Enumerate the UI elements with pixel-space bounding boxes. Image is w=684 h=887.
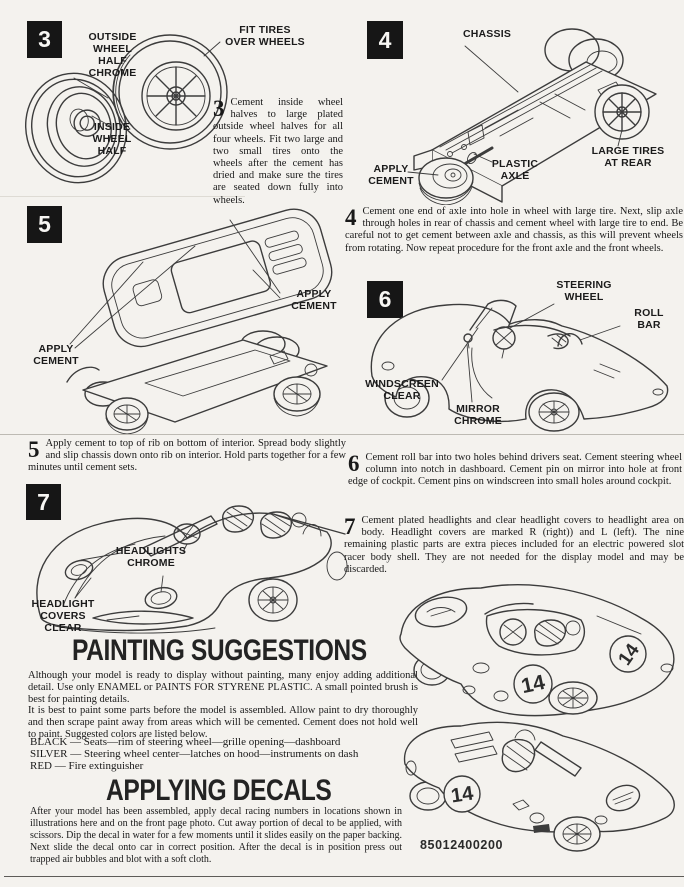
step-6-number-box: 6 (367, 281, 403, 318)
decal-roundel-side: 14 (443, 775, 481, 813)
roll-bar-icon (302, 524, 322, 537)
color-suggestion-red: RED — Fire extinguisher (30, 760, 144, 772)
step7-inline-number: 7 (344, 514, 356, 539)
axle-wheel-icon (418, 146, 494, 205)
painting-paragraph-1: Although your model is ready to display … (28, 670, 418, 706)
racecar-bottom-illustration: 14 (403, 721, 675, 852)
car-body-icon (102, 208, 333, 348)
step-5-number-box: 5 (27, 206, 62, 243)
scan-divider-top (0, 196, 245, 197)
decal-roundel-side: 14 (513, 664, 553, 704)
car-body-icon (36, 512, 332, 632)
steering-wheel-icon (492, 326, 516, 359)
roll-bar-icon (557, 333, 583, 347)
step-3-number-box: 3 (27, 21, 62, 58)
label-chassis: CHASSIS (462, 28, 512, 40)
decals-paragraph: After your model has been assembled, app… (30, 806, 402, 865)
headlight-icon (64, 559, 178, 610)
step4-chassis-illustration (407, 28, 657, 205)
label-windscreen-clear: WINDSCREEN CLEAR (365, 378, 439, 402)
front-wheel-icon (248, 578, 298, 622)
seat-icon (501, 738, 536, 773)
label-fit-tires-over-wheels: FIT TIRES OVER WHEELS (225, 24, 305, 48)
part-number: 85012400200 (420, 838, 504, 852)
step5-body-chassis-illustration (66, 208, 333, 434)
rear-wheel-icon (553, 816, 601, 852)
step4-instructions: Cement one end of axle into hole in whee… (345, 206, 683, 254)
car-body-icon (370, 303, 669, 423)
step4-inline-number: 4 (345, 205, 357, 230)
windscreen-icon (469, 299, 517, 331)
steering-wheel-icon (499, 618, 527, 646)
step-7-number-box: 7 (26, 484, 61, 520)
step6-instructions: Cement roll bar into two holes behind dr… (348, 452, 682, 488)
label-mirror-chrome: MIRROR CHROME (454, 403, 502, 427)
grille-icon (92, 610, 194, 625)
step6-roadster-illustration (370, 299, 669, 432)
decal-cars-illustration: 14 14 (399, 584, 675, 852)
applying-decals-title: APPLYING DECALS (106, 774, 332, 807)
seat-icon (547, 333, 569, 350)
color-suggestion-silver: SILVER — Steering wheel center—latches o… (30, 748, 359, 760)
step3-instructions: Cement inside wheel halves to large plat… (213, 97, 343, 206)
painting-paragraph-2: It is best to paint some parts before th… (28, 705, 418, 741)
chassis-assembly-icon (66, 330, 328, 434)
label-apply-cement-left: APPLY CEMENT (33, 343, 79, 367)
painting-suggestions-title: PAINTING SUGGESTIONS (72, 634, 367, 667)
label-roll-bar: ROLL BAR (634, 307, 664, 331)
label-steering-wheel: STEERING WHEEL (556, 279, 612, 303)
car-body-icon (403, 721, 675, 833)
tire-icon (112, 34, 228, 150)
step5-inline-number: 5 (28, 437, 40, 462)
label-apply-cement-step4: APPLY CEMENT (368, 163, 414, 187)
rear-wheel-icon (548, 681, 598, 715)
decal-roundel-rear: 14 (609, 635, 647, 673)
windshield-icon (534, 741, 582, 777)
section-divider (0, 434, 684, 435)
color-suggestion-black: BLACK — Seats—rim of steering wheel—gril… (30, 736, 341, 748)
nose-roundel (605, 784, 641, 812)
step-4-number-box: 4 (367, 21, 403, 59)
steering-wheel-icon (173, 523, 201, 553)
decal-number-side: 14 (450, 782, 476, 807)
label-outside-wheel-half-chrome: OUTSIDE WHEEL HALF CHROME (88, 31, 137, 79)
label-inside-wheel-half: INSIDE WHEEL HALF (92, 121, 132, 157)
label-headlight-covers-clear: HEADLIGHT COVERS CLEAR (31, 598, 95, 634)
rear-wheel-icon (528, 392, 580, 432)
seat-icon (222, 505, 307, 539)
step6-inline-number: 6 (348, 451, 360, 476)
step7-instructions: Cement plated headlights and clear headl… (344, 515, 684, 575)
label-large-tires-at-rear: LARGE TIRES AT REAR (591, 145, 665, 169)
label-plastic-axle: PLASTIC AXLE (491, 158, 539, 182)
car-body-icon (399, 584, 675, 717)
label-headlights-chrome: HEADLIGHTS CHROME (115, 545, 187, 569)
label-apply-cement-right: APPLY CEMENT (291, 288, 337, 312)
step5-instructions: Apply cement to top of rib on bottom of … (28, 438, 346, 474)
decal-number-side: 14 (519, 671, 547, 698)
bottom-rule (4, 876, 684, 877)
windshield-icon (142, 515, 218, 557)
roll-bar-icon (514, 729, 536, 741)
step3-inline-number: 3 (213, 96, 225, 121)
step3-wheels-illustration (24, 34, 228, 184)
step7-front-end-illustration (36, 505, 348, 634)
racecar-top-illustration: 14 14 (399, 584, 675, 717)
